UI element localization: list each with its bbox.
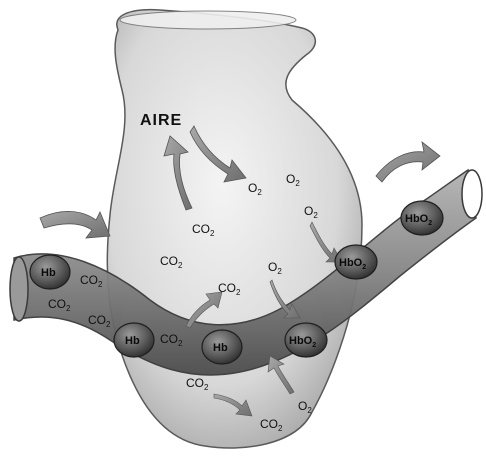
o2-label-3: O2 xyxy=(304,204,318,220)
o2-lower-arrow xyxy=(267,355,295,395)
o2-diffusion-arrow-2 xyxy=(269,279,301,319)
co2-label-7: CO2 xyxy=(160,332,183,348)
cell-hbo2-2-label: HbO xyxy=(339,257,363,269)
outgoing-blood-arrow xyxy=(375,141,441,183)
inhale-arrow xyxy=(189,125,247,183)
exhale-arrow xyxy=(163,135,193,211)
cell-hb-1-label: Hb xyxy=(41,267,56,279)
cell-hbo2-3-label: HbO xyxy=(405,213,429,225)
cell-hb-3-label: Hb xyxy=(213,342,228,354)
svg-text:HbO2: HbO2 xyxy=(339,257,366,271)
cell-hb-1: Hb xyxy=(29,254,71,290)
co2-label-2: CO2 xyxy=(160,254,183,270)
cell-hbo2-2-subscript: 2 xyxy=(362,264,366,271)
cell-hbo2-2: HbO2 xyxy=(334,244,378,280)
co2-label-6: CO2 xyxy=(88,313,111,329)
cell-hbo2-1-subscript: 2 xyxy=(312,342,316,349)
cell-hb-2: Hb xyxy=(113,322,155,358)
cell-hb-3: Hb xyxy=(201,329,243,365)
svg-text:HbO2: HbO2 xyxy=(289,335,316,349)
cell-hbo2-1-label: HbO xyxy=(289,335,313,347)
cell-hbo2-3-subscript: 2 xyxy=(428,220,432,227)
svg-text:HbO2: HbO2 xyxy=(405,213,432,227)
co2-release-arrow xyxy=(185,291,223,329)
cell-hb-2-label: Hb xyxy=(125,335,140,347)
co2-label-8: CO2 xyxy=(186,376,209,392)
o2-label-1: O2 xyxy=(248,181,262,197)
co2-label-3: CO2 xyxy=(218,281,241,297)
o2-label-4: O2 xyxy=(268,260,282,276)
cell-hbo2-1: HbO2 xyxy=(284,322,328,358)
o2-diffusion-arrow-1 xyxy=(309,221,343,263)
o2-label-2: O2 xyxy=(286,172,300,188)
o2-label-5: O2 xyxy=(298,399,312,415)
co2-label-4: CO2 xyxy=(80,273,103,289)
co2-lower-arrow xyxy=(213,393,253,417)
co2-label-1: CO2 xyxy=(192,222,215,238)
co2-label-9: CO2 xyxy=(260,417,283,433)
co2-label-5: CO2 xyxy=(48,297,71,313)
incoming-blood-arrow xyxy=(39,211,111,239)
air-label: AIRE xyxy=(140,112,182,129)
alveolus xyxy=(106,8,363,449)
cell-hbo2-3: HbO2 xyxy=(400,200,444,236)
